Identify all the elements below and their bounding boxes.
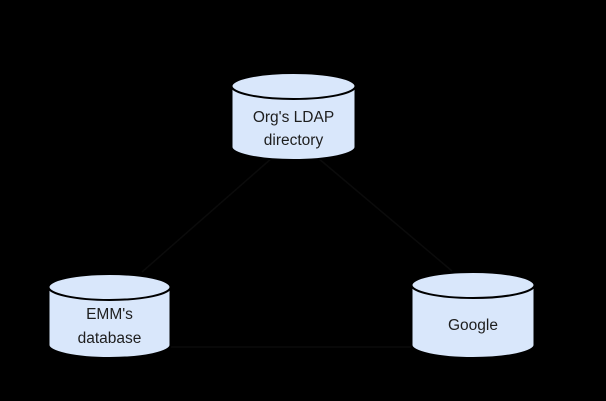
connector-ldap-to-google — [317, 157, 453, 272]
node-org-ldap-directory: Org's LDAP directory — [230, 72, 357, 161]
emm-cylinder-top — [47, 273, 172, 301]
connector-group — [141, 157, 453, 348]
connector-ldap-to-emm — [141, 157, 273, 273]
ldap-label-line1: Org's LDAP — [253, 109, 334, 126]
node-emm-database: EMM's database — [47, 273, 172, 359]
ldap-cylinder-top — [230, 72, 357, 100]
ldap-cylinder-body — [230, 86, 357, 161]
emm-label-line1: EMM's — [86, 306, 133, 323]
google-label-line1: Google — [448, 317, 498, 334]
google-cylinder-body — [410, 285, 536, 359]
ldap-label-line2: directory — [264, 132, 324, 149]
emm-cylinder-body — [47, 287, 172, 359]
emm-label-line2: database — [78, 330, 142, 347]
node-google: Google — [410, 271, 536, 359]
google-cylinder-top — [410, 271, 536, 299]
